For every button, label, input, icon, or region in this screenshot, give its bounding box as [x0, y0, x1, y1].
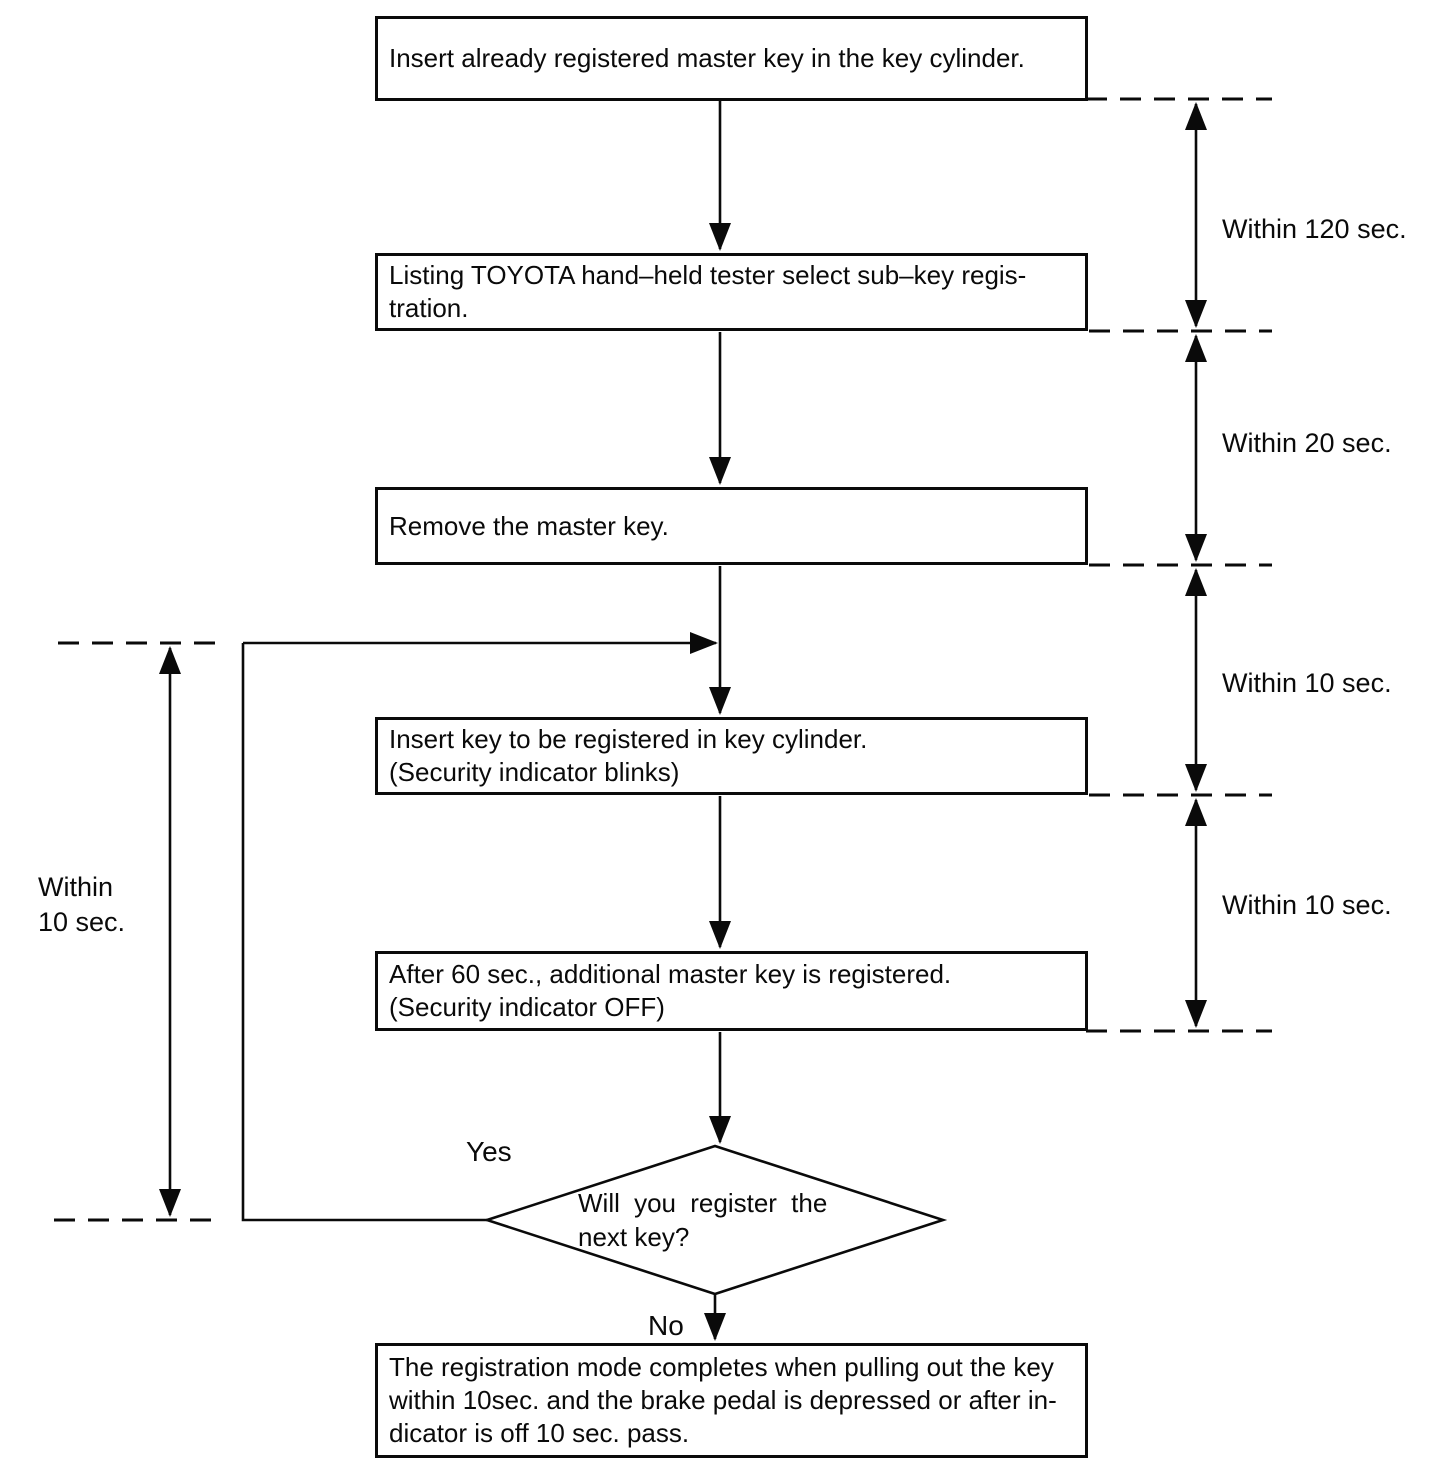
- decision-diamond: [482, 1144, 948, 1296]
- timing-guides-right: [1086, 97, 1272, 1033]
- feedback-path-yes: [241, 632, 718, 1222]
- process-box-insert-key-to-register: Insert key to be registered in key cylin…: [375, 717, 1088, 795]
- timing-label-within-20-sec: Within 20 sec.: [1222, 428, 1392, 458]
- process-box-remove-master-key: Remove the master key.: [375, 487, 1088, 565]
- timing-label-left-within-10-sec: Within 10 sec.: [38, 872, 126, 937]
- process-box-additional-master-key-registered: After 60 sec., additional master key is …: [375, 951, 1088, 1031]
- process-box-registration-mode-completes: The registration mode completes when pul…: [375, 1343, 1088, 1458]
- process-box-tester-select-sub-key-registration: Listing TOYOTA hand–held tester select s…: [375, 253, 1088, 331]
- timing-label-within-10-sec-1: Within 10 sec.: [1222, 668, 1392, 698]
- decision-text: Will you register the next key?: [578, 1188, 828, 1252]
- no-branch-label: No: [648, 1310, 684, 1341]
- yes-branch-label: Yes: [466, 1136, 512, 1167]
- timing-label-within-120-sec: Within 120 sec.: [1222, 214, 1407, 244]
- timing-label-within-10-sec-2: Within 10 sec.: [1222, 890, 1392, 920]
- timing-guides-left: [54, 641, 228, 1222]
- process-box-insert-registered-master-key: Insert already registered master key in …: [375, 16, 1088, 101]
